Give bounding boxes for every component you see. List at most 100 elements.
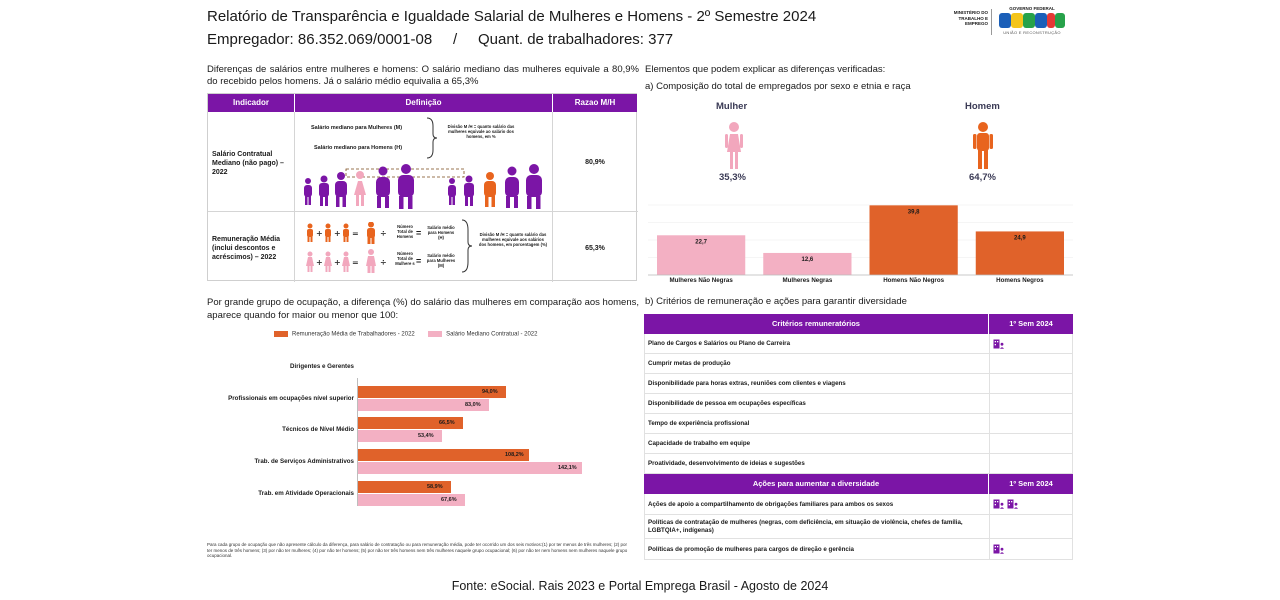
report-title: Relatório de Transparência e Igualdade S… (207, 8, 817, 25)
criteria-mark-cell (989, 515, 1073, 538)
criteria-label: Proatividade, desenvolvimento de ideias … (648, 460, 805, 467)
curly-brace-icon (461, 219, 473, 273)
salario-bar (358, 494, 465, 506)
header-label: Critérios remuneratórios (772, 319, 860, 328)
criteria-row: Plano de Cargos e Salários ou Plano de C… (644, 334, 1073, 354)
criteria-row: Cumprir metas de produção (644, 354, 1073, 374)
bar-value-label: 53,4% (418, 433, 434, 439)
criteria-label: Ações de apoio a compartilhamento de obr… (648, 501, 894, 508)
people-sum-illustration: ++= ++= ÷÷ (306, 222, 387, 273)
remuneracao-bar (358, 386, 506, 398)
header-ratio: Razao M/H (553, 94, 637, 112)
building-person-icon (993, 339, 1004, 349)
criteria-row: Disponibilidade para horas extras, reuni… (644, 374, 1073, 394)
legend-swatch-remuneracao (274, 331, 288, 337)
composition-bar (763, 252, 852, 275)
footnote: Para cada grupo de ocupação que não apre… (207, 542, 628, 559)
indicator-name: Remuneração Média (inclui descontos e ac… (212, 236, 281, 261)
ministry-logo-text: MINISTÉRIO DO TRABALHO E EMPREGO (953, 10, 988, 27)
composition-heading: a) Composição do total de empregados por… (645, 81, 911, 92)
elements-heading: Elementos que podem explicar as diferenç… (645, 64, 886, 75)
indicator-name: Salário Contratual Mediano (não pago) – … (212, 151, 284, 176)
composition-category-label: Mulheres Negras (782, 277, 832, 284)
criteria-mark-cell (989, 539, 1073, 559)
criteria-row: Políticas de promoção de mulheres para c… (644, 539, 1073, 560)
legend-swatch-salario (428, 331, 443, 337)
occupation-category-label: Técnicos de Nível Médio (282, 426, 354, 433)
svg-text:÷: ÷ (380, 258, 387, 267)
label-avg-men: Salário médio para Homens (H) (427, 225, 455, 240)
criteria-mark-cell (989, 414, 1073, 433)
svg-text:=: = (352, 229, 359, 238)
equals-icon: = (416, 228, 422, 238)
svg-text:+: + (334, 229, 341, 238)
brasil-logo (999, 13, 1065, 28)
criteria-row: Tempo de experiência profissional (644, 414, 1073, 434)
svg-text:+: + (316, 258, 323, 267)
occupation-category-label: Trab. de Serviços Administrativos (254, 458, 355, 465)
label-total-women: Número Total de Mulhere s (395, 251, 415, 266)
criteria-mark-cell (989, 434, 1073, 453)
composition-category-label: Mulheres Não Negras (669, 277, 733, 284)
composition-bar (975, 231, 1064, 275)
occupation-category-label: Profissionais em ocupações nível superio… (228, 395, 354, 402)
def-men-median: Salário mediano para Homens (H) (314, 145, 403, 151)
criteria-table-header: Ações para aumentar a diversidade 1º Sem … (644, 474, 1073, 494)
criteria-row: Capacidade de trabalho em equipe (644, 434, 1073, 454)
def-note: Divisão M /H = quanto salário das mulher… (478, 232, 548, 247)
criteria-label: Cumprir metas de produção (648, 360, 731, 367)
gov-logo-text: GOVERNO FEDERAL (1009, 6, 1055, 11)
svg-text:=: = (352, 258, 359, 267)
criteria-mark-cell (989, 334, 1073, 353)
header-period: 1º Sem 2024 (988, 314, 1073, 334)
men-percent: 64,7% (969, 172, 996, 183)
composition-value-label: 12,6 (802, 257, 814, 263)
woman-icon (725, 122, 743, 169)
svg-text:+: + (334, 258, 341, 267)
svg-text:+: + (316, 229, 323, 238)
composition-category-label: Homens Negros (996, 277, 1044, 284)
criteria-table-header: Critérios remuneratórios 1º Sem 2024 (644, 314, 1073, 334)
occupation-intro: Por grande grupo de ocupação, a diferenç… (207, 297, 639, 321)
men-label: Homem (965, 101, 1000, 112)
legend-remuneracao: Remuneração Média de Trabalhadores - 202… (292, 331, 415, 338)
header-definition: Definição (295, 94, 552, 112)
bar-value-label: 67,6% (441, 497, 457, 503)
criteria-mark-cell (989, 394, 1073, 413)
composition-category-label: Homens Não Negros (883, 277, 944, 284)
criteria-label: Plano de Cargos e Salários ou Plano de C… (648, 340, 791, 347)
criteria-mark-cell (989, 374, 1073, 393)
equals-icon: = (416, 256, 422, 266)
remuneracao-bar (358, 449, 529, 461)
criteria-row: Políticas de contratação de mulheres (ne… (644, 515, 1073, 539)
building-person-icon (993, 544, 1004, 554)
criteria-heading: b) Critérios de remuneração e ações para… (645, 296, 907, 307)
criteria-row: Proatividade, desenvolvimento de ideias … (644, 454, 1073, 474)
criteria-label: Disponibilidade de pessoa em ocupações e… (648, 400, 806, 407)
bar-value-label: 108,2% (505, 452, 524, 458)
logo-tagline: UNIÃO E RECONSTRUÇÃO (1003, 30, 1061, 35)
employer-info: Empregador: 86.352.069/0001-08 / Quant. … (207, 31, 674, 48)
composition-value-label: 39,8 (908, 209, 920, 215)
people-illustration (304, 164, 542, 209)
composition-bar (657, 235, 746, 275)
criteria-label: Tempo de experiência profissional (648, 420, 750, 427)
criteria-row: Ações de apoio a compartilhamento de obr… (644, 494, 1073, 515)
salary-difference-intro: Diferenças de salários entre mulheres e … (207, 64, 639, 87)
composition-value-label: 22,7 (695, 239, 707, 245)
building-person-icon (993, 499, 1004, 509)
header-period: 1º Sem 2024 (988, 474, 1073, 494)
criteria-mark-cell (989, 354, 1073, 373)
actions-frame (644, 494, 1073, 560)
women-percent: 35,3% (719, 172, 746, 183)
label-avg-women: Salário médio para Mulheres (M) (426, 253, 456, 268)
composition-value-label: 24,9 (1014, 235, 1026, 241)
criteria-mark-cell (989, 454, 1073, 473)
header-label: Ações para aumentar a diversidade (752, 479, 880, 488)
occupation-category-label: Trab. em Atividade Operacionais (258, 490, 354, 497)
indicator-table: Indicador Definição Razao M/H Salário Co… (207, 93, 638, 282)
bar-value-label: 94,0% (482, 389, 498, 395)
legend-salario: Salário Mediano Contratual - 2022 (446, 331, 538, 338)
occupation-category-label: Dirigentes e Gerentes (290, 363, 354, 370)
